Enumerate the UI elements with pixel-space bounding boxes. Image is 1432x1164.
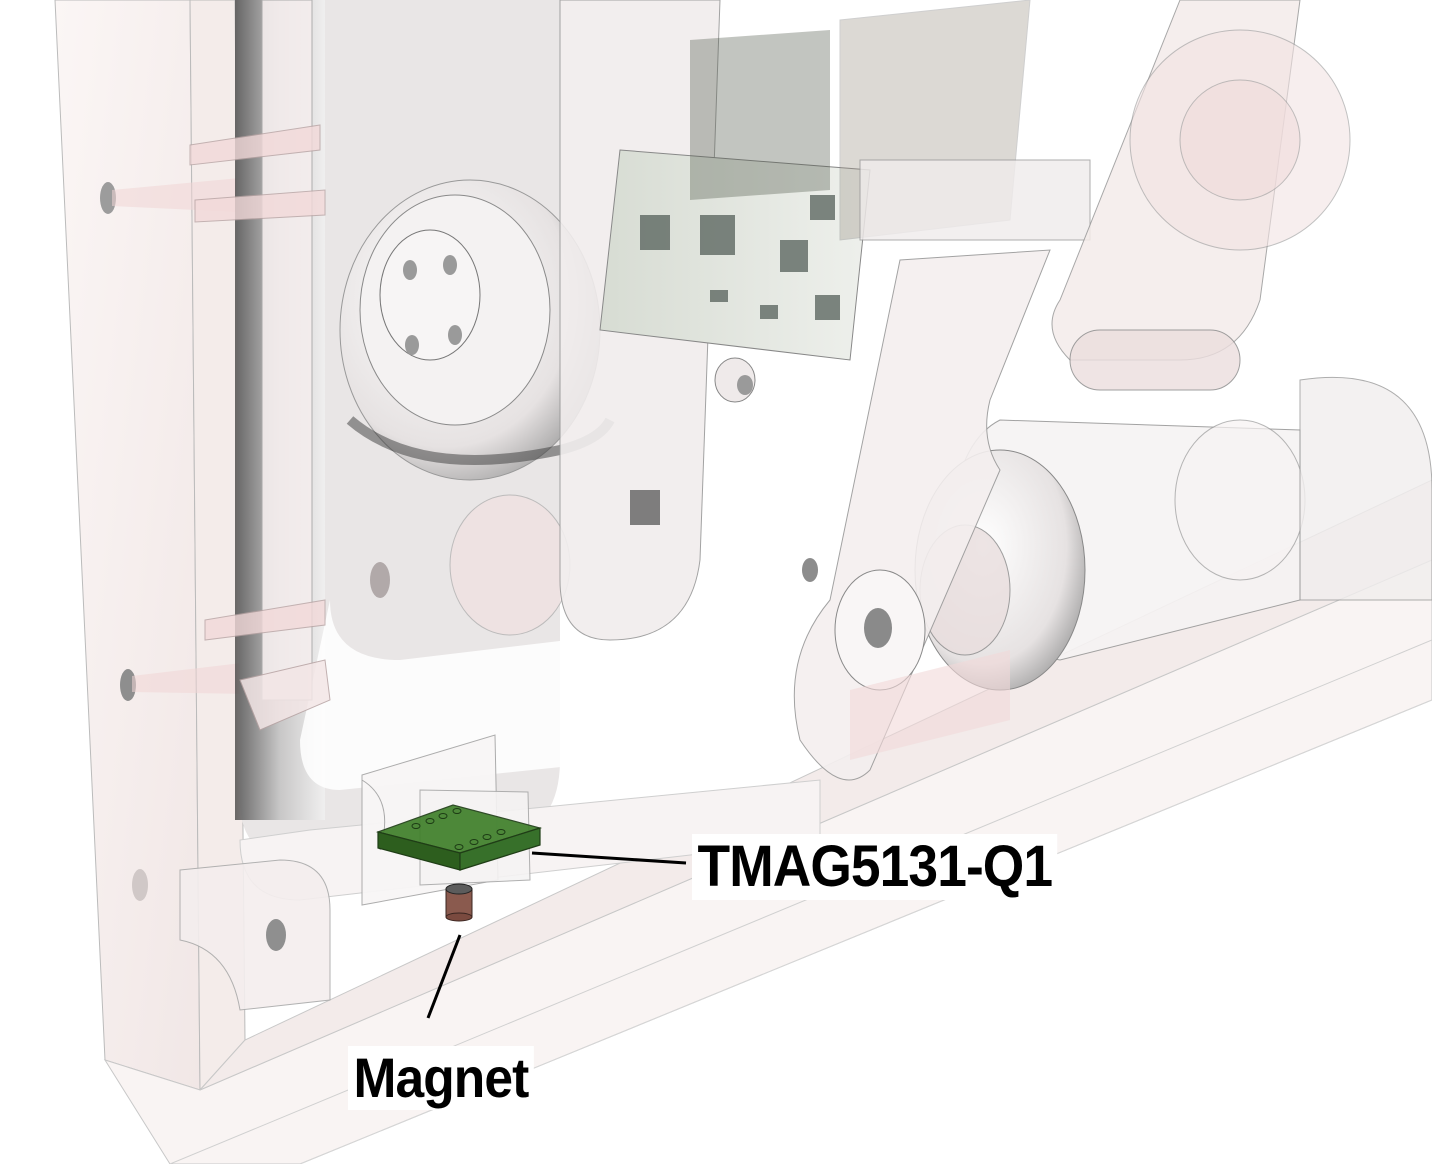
magnet-leader-line	[426, 934, 462, 1019]
pcb-pads	[411, 808, 506, 850]
sensor-leader-line	[531, 851, 687, 865]
enclosure-foot	[179, 859, 331, 1011]
left-rail	[189, 0, 331, 731]
magnet	[445, 883, 473, 922]
sensor-pcb	[375, 804, 543, 871]
magnet-callout-label: Magnet	[348, 1046, 534, 1110]
lower-lever	[793, 249, 1051, 781]
sensor-callout-label: TMAG5131-Q1	[692, 834, 1058, 900]
pcb-components	[640, 195, 840, 320]
left-roller	[339, 179, 615, 636]
center-lever	[559, 0, 1091, 641]
